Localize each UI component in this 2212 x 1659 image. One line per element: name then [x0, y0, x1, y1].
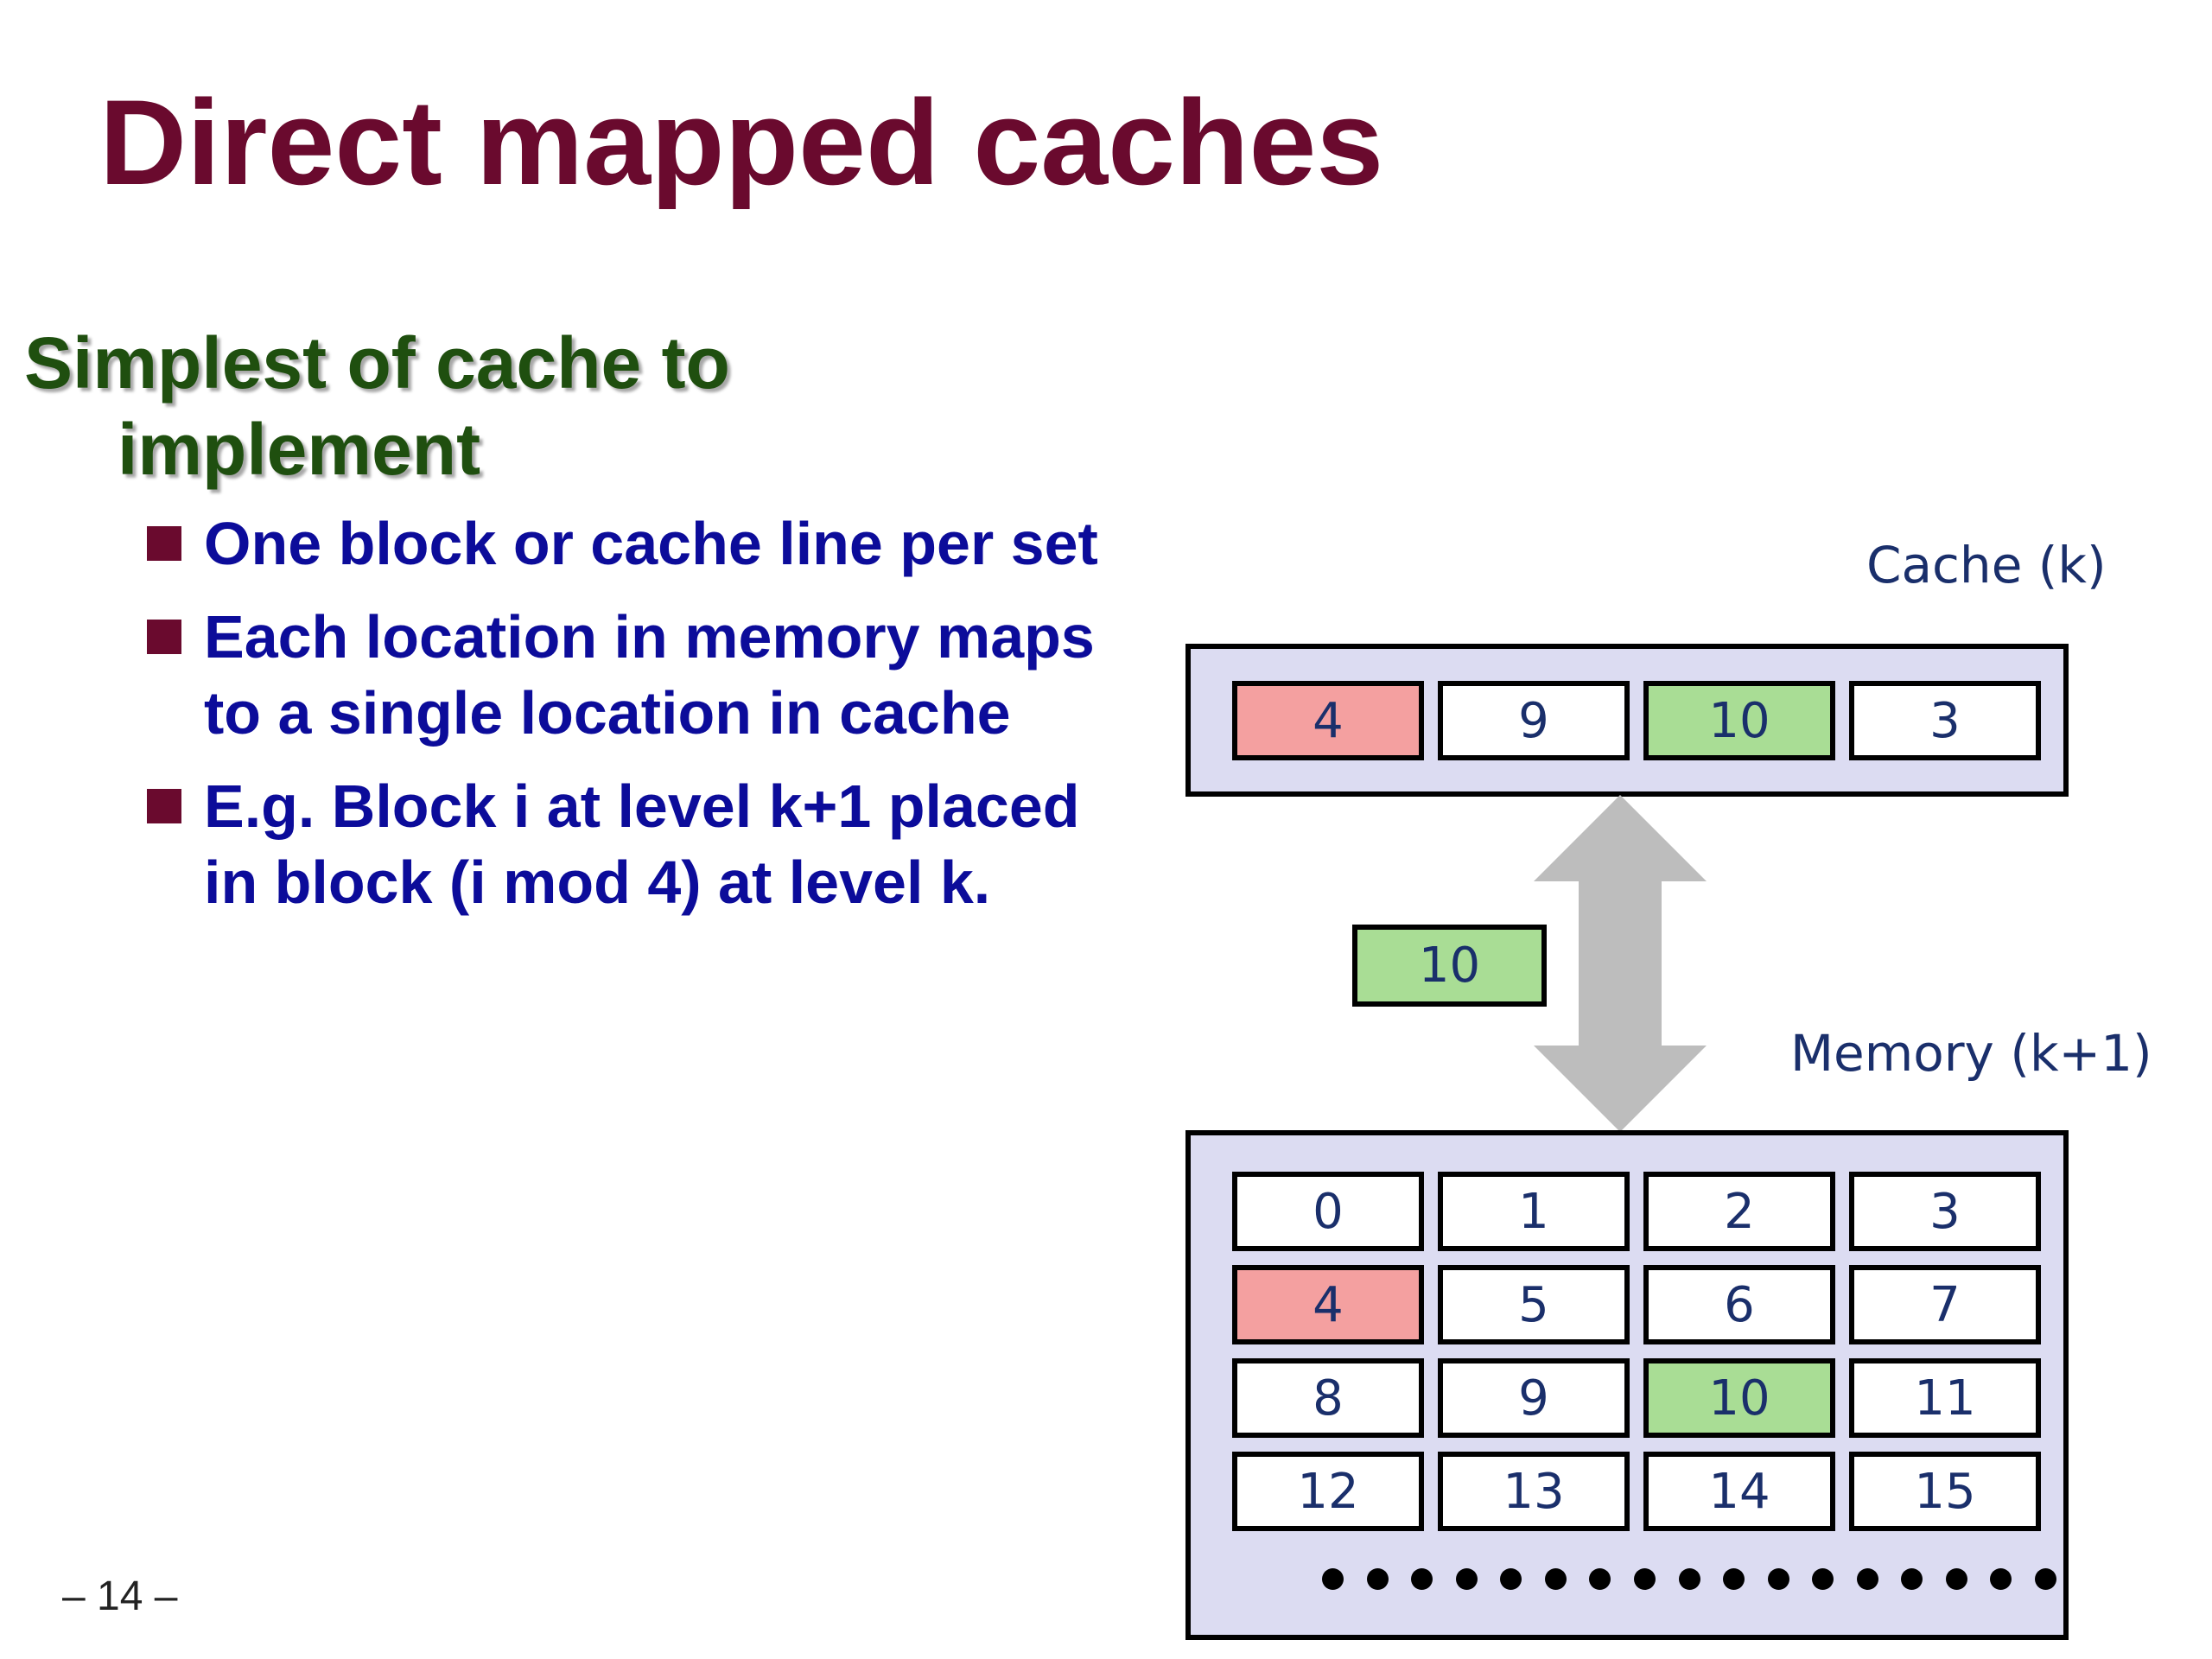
cache-block: 9 [1438, 681, 1630, 760]
memory-block: 2 [1643, 1172, 1835, 1251]
memory-block: 8 [1232, 1358, 1424, 1438]
section-heading: Simplest of cache to implement [24, 320, 730, 493]
section-heading-line2: implement [118, 409, 481, 490]
bullet-text: One block or cache line per set [204, 510, 1098, 577]
cache-block: 10 [1643, 681, 1835, 760]
bullet-text: Each location in memory maps to a single… [204, 603, 1095, 747]
memory-block: 6 [1643, 1265, 1835, 1344]
memory-block: 0 [1232, 1172, 1424, 1251]
bullet-square-icon [147, 620, 181, 654]
memory-block: 11 [1849, 1358, 2041, 1438]
memory-block: 12 [1232, 1452, 1424, 1531]
bullet-square-icon [147, 526, 181, 561]
double-arrow-icon [1534, 795, 1707, 1132]
memory-panel: 0 1 2 3 4 5 6 7 8 9 10 11 12 13 14 15 [1185, 1130, 2069, 1640]
memory-block: 3 [1849, 1172, 2041, 1251]
section-heading-line1: Simplest of cache to [24, 322, 730, 404]
memory-label: Memory (k+1) [1790, 1024, 2152, 1083]
page-number: – 14 – [62, 1573, 178, 1619]
memory-block: 9 [1438, 1358, 1630, 1438]
transfer-block: 10 [1352, 925, 1547, 1007]
memory-block: 4 [1232, 1265, 1424, 1344]
bullet-item: One block or cache line per set [147, 505, 1141, 582]
memory-block: 10 [1643, 1358, 1835, 1438]
bullet-item: Each location in memory maps to a single… [147, 599, 1141, 751]
memory-block: 14 [1643, 1452, 1835, 1531]
ellipsis-dots-icon [1322, 1566, 2056, 1592]
bullet-list: One block or cache line per set Each loc… [147, 505, 1141, 938]
memory-block: 13 [1438, 1452, 1630, 1531]
memory-block: 15 [1849, 1452, 2041, 1531]
cache-block: 4 [1232, 681, 1424, 760]
cache-block: 3 [1849, 681, 2041, 760]
memory-block: 7 [1849, 1265, 2041, 1344]
bullet-item: E.g. Block i at level k+1 placed in bloc… [147, 768, 1141, 920]
bullet-text: E.g. Block i at level k+1 placed in bloc… [204, 772, 1080, 916]
bullet-square-icon [147, 789, 181, 823]
cache-panel: 4 9 10 3 [1185, 644, 2069, 797]
slide-title: Direct mapped caches [99, 74, 1384, 210]
memory-block: 5 [1438, 1265, 1630, 1344]
memory-block: 1 [1438, 1172, 1630, 1251]
cache-label: Cache (k) [1866, 536, 2107, 594]
